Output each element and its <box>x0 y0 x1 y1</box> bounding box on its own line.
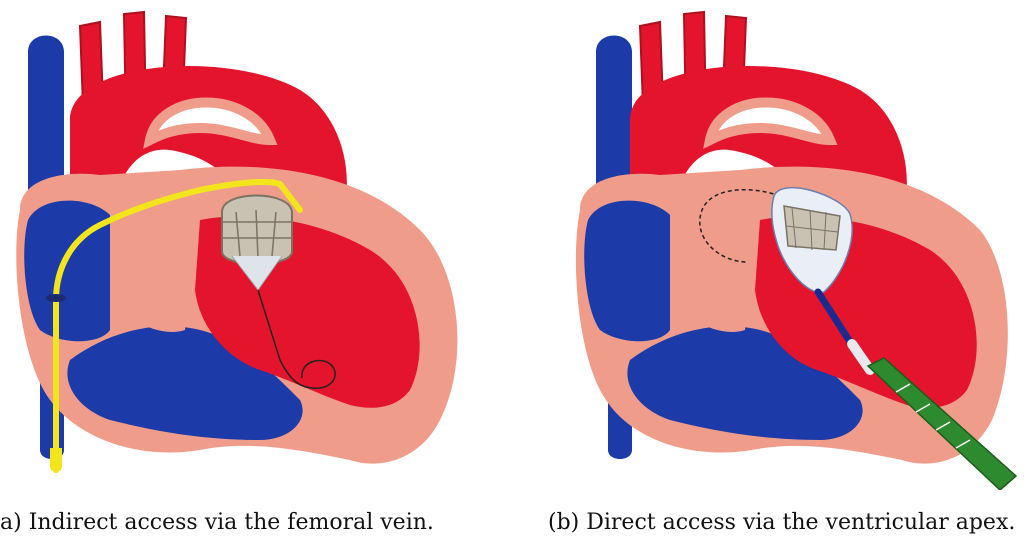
septum <box>130 245 190 332</box>
heart-diagram-femoral-access <box>0 0 512 490</box>
panel-a: a) Indirect access via the femoral vein. <box>0 0 512 560</box>
right-atrium <box>584 201 670 342</box>
panel-a-caption: a) Indirect access via the femoral vein. <box>0 510 434 535</box>
septum <box>690 245 750 332</box>
heart-diagram-apical-access <box>512 0 1024 490</box>
right-atrium <box>24 201 110 342</box>
catheter-tip <box>50 448 62 472</box>
panel-b: (b) Direct access via the ventricular ap… <box>512 0 1024 560</box>
panel-b-caption: (b) Direct access via the ventricular ap… <box>548 510 1015 535</box>
septal-puncture-marker <box>46 294 66 302</box>
